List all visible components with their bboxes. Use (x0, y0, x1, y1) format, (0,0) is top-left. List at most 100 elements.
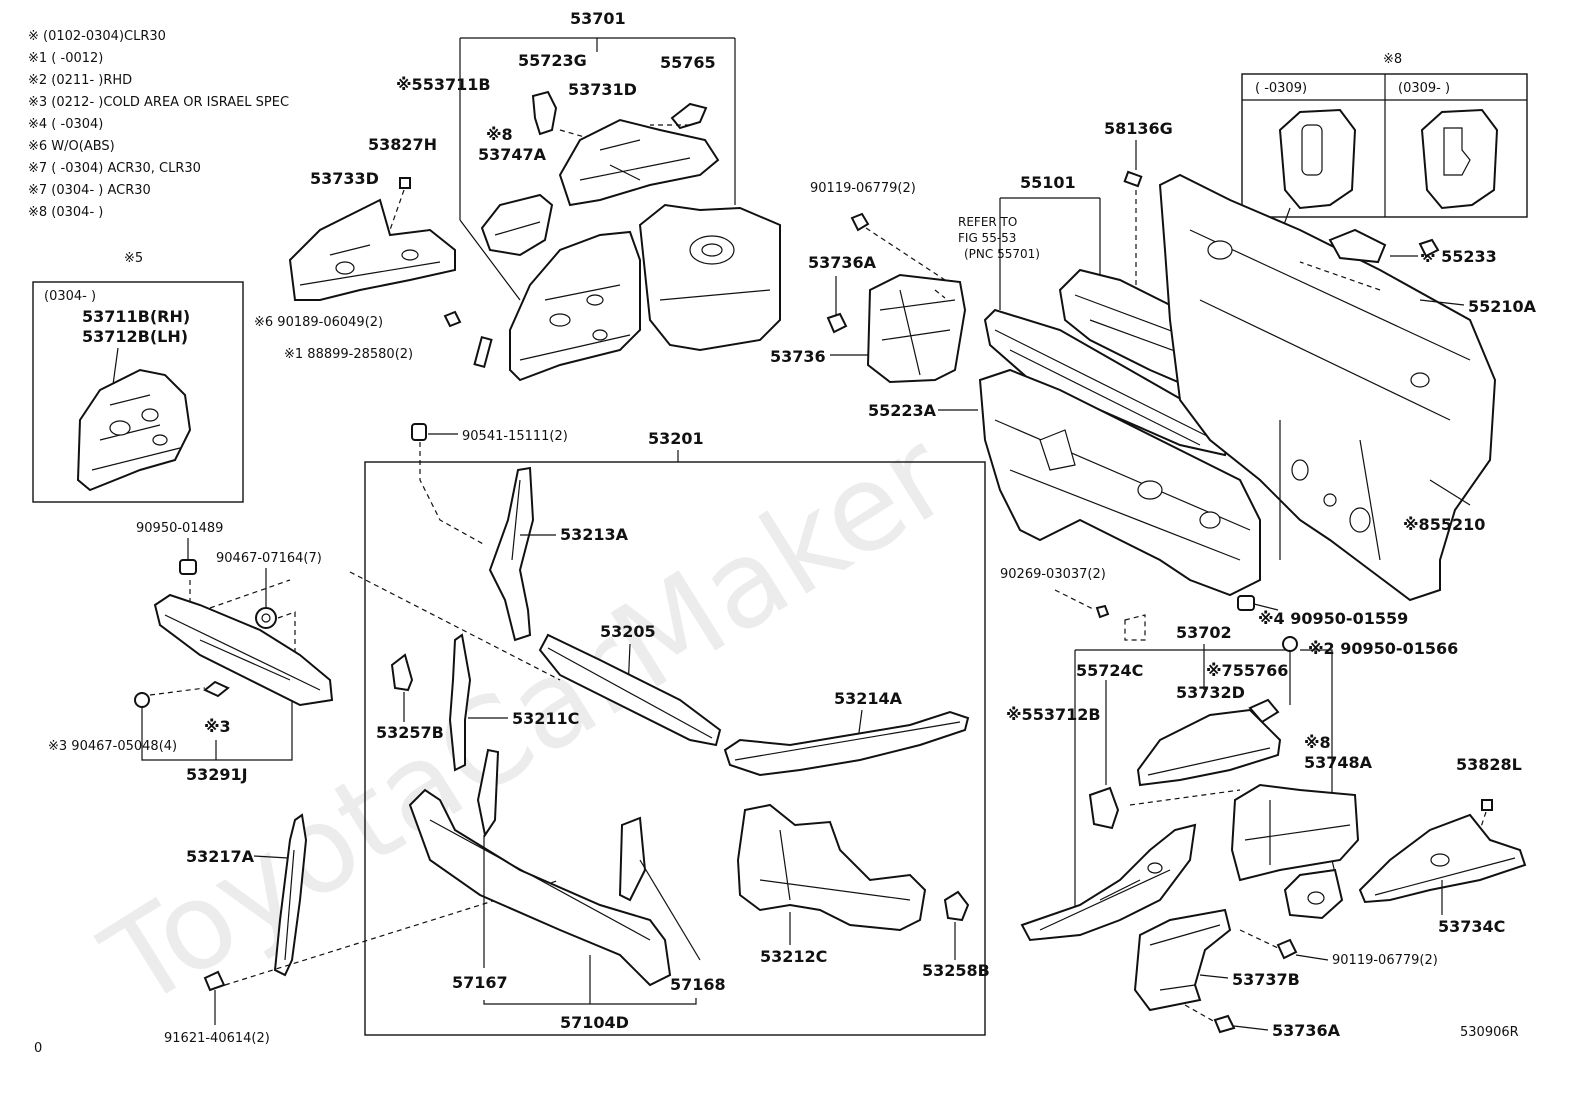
label-53257b: 53257B (376, 723, 444, 742)
note-8: ※8 (0304- ) (28, 205, 103, 220)
label-57104d: 57104D (560, 1013, 629, 1032)
label-90950-01489: 90950-01489 (136, 521, 223, 536)
label-55765: 55765 (660, 53, 716, 72)
label-53732d: 53732D (1176, 683, 1245, 702)
label-58136g: 58136G (1104, 119, 1173, 138)
note-7: ※7 (0304- ) ACR30 (28, 183, 151, 198)
note-3: ※3 (0212- )COLD AREA OR ISRAEL SPEC (28, 95, 289, 110)
label-53734c: 53734C (1438, 917, 1505, 936)
label-88899: ※1 88899-28580(2) (284, 347, 413, 362)
label-53748a-mark: ※8 (1304, 733, 1331, 752)
part-55223a (978, 368, 1261, 597)
group-53736: 90119-06779(2) 53736A 53736 (770, 181, 967, 384)
label-91621: 91621-40614(2) (164, 1031, 270, 1046)
part-53258b (943, 890, 970, 922)
part-53737b (1133, 908, 1232, 1012)
note-0: ※ (0102-0304)CLR30 (28, 29, 166, 44)
label-55223a: 55223A (868, 401, 937, 420)
label-53736a-top: 53736A (808, 253, 877, 272)
label-53212c: 53212C (760, 947, 827, 966)
inset5-marker: ※5 (124, 251, 143, 266)
label-90950-01566: ※2 90950-01566 (1308, 639, 1458, 658)
group-53702: 90269-03037(2) ※4 90950-01559 53702 ※2 9… (1000, 567, 1527, 1040)
group-53701: 53701 55723G 55765 53731D ※553711B ※8 53… (254, 9, 781, 382)
part-53711b-illustration (76, 368, 192, 492)
group-53201: 53201 90541-15111(2) 53213A 53205 53214A… (364, 423, 990, 1036)
label-90541: 90541-15111(2) (462, 429, 568, 444)
label-55210a: 55210A (1468, 297, 1537, 316)
label-53211c: 53211C (512, 709, 579, 728)
label-53712b: ※553712B (1006, 705, 1101, 724)
part-55765 (670, 102, 708, 130)
label-90467-07164: 90467-07164(7) (216, 551, 322, 566)
part-53212c (736, 803, 927, 932)
label-55101: 55101 (1020, 173, 1076, 192)
label-53828l: 53828L (1456, 755, 1522, 774)
inset8-marker: ※8 (1383, 52, 1402, 67)
part-53211c (448, 633, 472, 772)
part-90541 (411, 423, 427, 441)
note-4: ※4 ( -0304) (28, 117, 103, 132)
part-90950-01559 (1237, 595, 1255, 611)
label-55210: ※855210 (1403, 515, 1485, 534)
part-53736 (866, 273, 967, 384)
label-57167: 57167 (452, 973, 508, 992)
refer-line3: (PNC 55701) (964, 247, 1040, 261)
inset8-col2: (0309- ) (1398, 81, 1450, 96)
part-53827h (399, 177, 411, 189)
label-53737b: 53737B (1232, 970, 1300, 989)
label-55723g: 55723G (518, 51, 587, 70)
inset5-line1: 53711B(RH) (82, 307, 190, 326)
label-53702: 53702 (1176, 623, 1232, 642)
part-57104d (408, 788, 672, 987)
part-53733d (288, 198, 456, 301)
label-90189: ※6 90189-06049(2) (254, 315, 383, 330)
part-57167 (476, 748, 500, 838)
label-53291j: 53291J (186, 765, 248, 784)
part-55723g (531, 90, 558, 136)
note-2: ※2 (0211- )RHD (28, 73, 132, 88)
part-55724c (1088, 786, 1120, 830)
part-53747a (480, 193, 554, 257)
label-55724c: 55724C (1076, 661, 1143, 680)
inset5-range: (0304- ) (44, 289, 96, 304)
part-53291j (153, 593, 334, 707)
label-53201: 53201 (648, 429, 704, 448)
part-58136g (1123, 170, 1143, 188)
label-53747a: 53747A (478, 145, 547, 164)
label-53736a-bottom: 53736A (1272, 1021, 1341, 1040)
label-90119-bottom: 90119-06779(2) (1332, 953, 1438, 968)
part-53731d (558, 118, 720, 207)
label-55233: ※ 55233 (1420, 247, 1497, 266)
label-53701: 53701 (570, 9, 626, 28)
footer-left: 0 (34, 1041, 42, 1056)
group-55101: 55101 REFER TO FIG 55-53 (PNC 55701) 581… (868, 119, 1537, 602)
label-53258b: 53258B (922, 961, 990, 980)
part-53213a (488, 466, 535, 642)
label-53214a: 53214A (834, 689, 903, 708)
refer-line2: FIG 55-53 (958, 231, 1016, 245)
label-53711b-top: ※553711B (396, 75, 491, 94)
part-55210 (1158, 173, 1497, 602)
note-5: ※6 W/O(ABS) (28, 139, 115, 154)
label-3mark: ※3 (204, 717, 231, 736)
part-53214a (723, 710, 970, 777)
group-53291j: 90950-01489 90467-07164(7) ※3 ※3 90467-0… (48, 521, 561, 784)
label-53827h: 53827H (368, 135, 437, 154)
label-53748a: 53748A (1304, 753, 1373, 772)
label-90269: 90269-03037(2) (1000, 567, 1106, 582)
part-53257b (390, 653, 414, 692)
note-1: ※1 ( -0012) (28, 51, 103, 66)
refer-line1: REFER TO (958, 215, 1017, 229)
inset8-col1: ( -0309) (1255, 81, 1307, 96)
part-strut-tower (638, 203, 781, 352)
inset5-line2: 53712B(LH) (82, 327, 188, 346)
label-53747a-mark: ※8 (486, 125, 513, 144)
label-53205: 53205 (600, 622, 656, 641)
label-53736: 53736 (770, 347, 826, 366)
part-53712b (1020, 823, 1197, 942)
part-53711b (509, 230, 641, 382)
part-91621-bolt (203, 970, 226, 992)
